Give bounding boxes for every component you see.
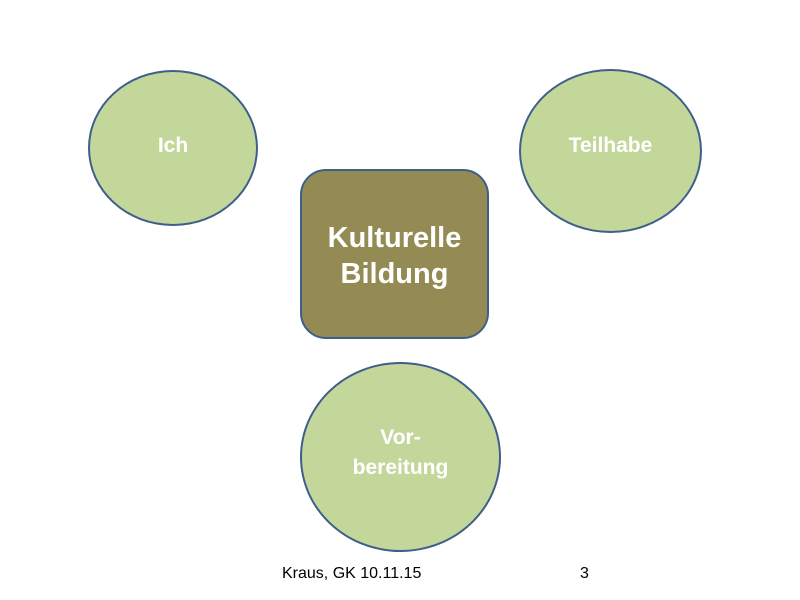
center-node-label: Kulturelle Bildung: [327, 222, 462, 290]
node-ich-label: Ich: [157, 134, 189, 157]
node-vorbereitung: Vor- bereitung: [300, 362, 501, 552]
center-node-kulturelle-bildung: Kulturelle Bildung: [300, 169, 489, 339]
footer-page-number: 3: [580, 565, 589, 582]
footer-author-date: Kraus, GK 10.11.15: [282, 565, 422, 582]
node-teilhabe-label: Teilhabe: [568, 134, 653, 157]
node-ich: Ich: [88, 70, 258, 226]
node-vorbereitung-label: Vor- bereitung: [352, 426, 449, 479]
node-teilhabe: Teilhabe: [519, 69, 702, 233]
